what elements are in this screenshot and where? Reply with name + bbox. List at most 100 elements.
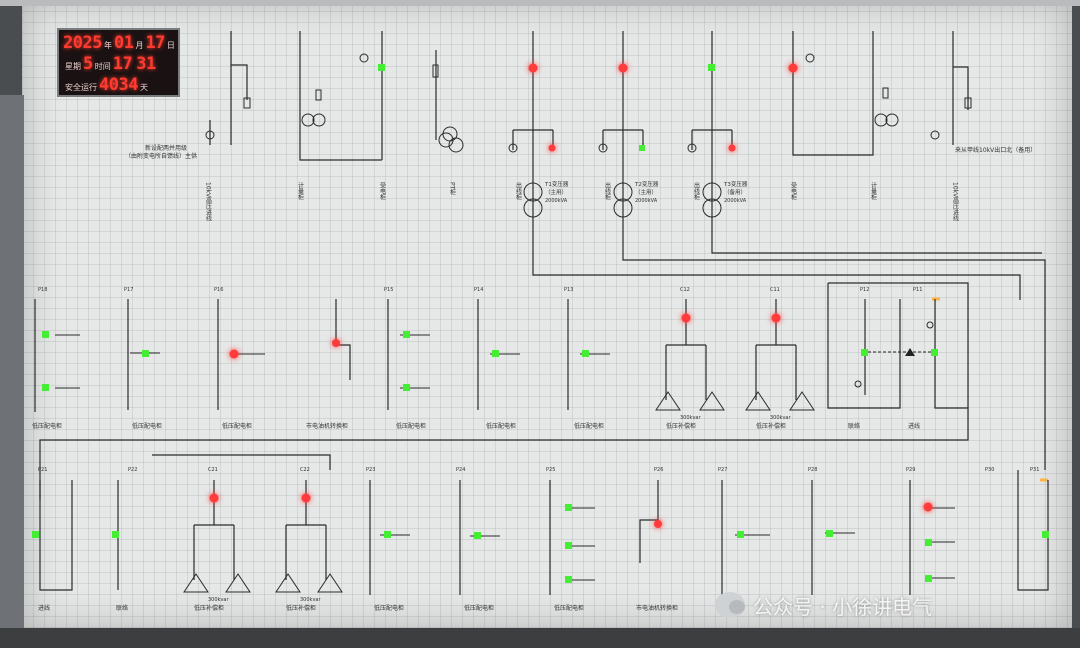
panel-code: C11	[770, 287, 780, 293]
lv-row2-lamps	[32, 493, 1049, 583]
panel-code: P13	[564, 287, 573, 293]
lamp-red	[209, 493, 219, 503]
clock-safe-label: 安全运行	[65, 83, 97, 92]
lamp-green	[708, 64, 715, 71]
panel-code: P15	[384, 287, 393, 293]
t2-rating: 2000kVA	[635, 198, 658, 204]
panel-label: 低压配电柜	[132, 422, 162, 430]
lamp-green	[142, 350, 149, 357]
lamp-red	[771, 313, 781, 323]
panel-rating: 300kvar	[770, 415, 791, 421]
panel-label: 低压配电柜	[374, 604, 404, 612]
hv-indicator-lamps	[378, 63, 798, 152]
clock-minute: 31	[136, 54, 156, 74]
clock-time-label: 时间	[94, 62, 111, 71]
panel-code: P26	[654, 467, 663, 473]
lv-row1-labels: P18 P17 P16 P15 P14 P13 C12 C11 P12 P11 …	[32, 287, 922, 430]
panel-code: P28	[808, 467, 817, 473]
panel-code: P11	[913, 287, 922, 293]
panel-code: C22	[300, 467, 310, 473]
panel-code: P12	[860, 287, 869, 293]
panel-label: 低压配电柜	[396, 422, 426, 430]
clock-safe-days: 4034	[99, 75, 138, 95]
lamp-green	[582, 350, 589, 357]
clock-month-unit: 月	[135, 41, 144, 50]
hv-feeder-label: 计量柜	[297, 181, 304, 201]
lamp-red	[728, 144, 736, 152]
lv-bus-row1	[25, 297, 940, 382]
hv-text-labels: 新设配两并用级 （由附变电所自馈线）主供 来从甲线10kV出口北（备用） T1变…	[125, 144, 1036, 221]
lamp-red	[301, 493, 311, 503]
board-frame-top	[0, 0, 1080, 6]
board-frame-left	[0, 95, 24, 648]
lamp-green	[565, 576, 572, 583]
t3-role: （备用）	[724, 188, 746, 196]
lv-row1-lamps	[42, 313, 938, 391]
lamp-red	[528, 63, 538, 73]
lamp-green	[737, 531, 744, 538]
panel-label: 进线	[38, 604, 50, 612]
lv-bus-row2	[68, 478, 1048, 565]
panel-rating: 300kvar	[208, 597, 229, 603]
panel-code: C21	[208, 467, 218, 473]
lv-row1-lines	[34, 282, 969, 500]
hv-feeder-label: 10kV高压进线	[952, 182, 959, 221]
clock-weekday-label: 星期	[65, 62, 81, 71]
lv-row2-labels: P21 P22 C21 C22 P23 P24 P25 P26 P27 P28 …	[38, 467, 1039, 612]
hv-feeder-label: 出线柜	[604, 181, 611, 201]
incoming-note-left2: （由附变电所自馈线）主供	[125, 152, 197, 160]
hv-feeder-label: 计量柜	[870, 181, 877, 201]
panel-code: P22	[128, 467, 137, 473]
clock-day: 17	[145, 33, 165, 53]
panel-code: P21	[38, 467, 47, 473]
lamp-green	[861, 349, 868, 356]
hv-feeder-label: 受电柜	[790, 181, 797, 201]
panel-label: 低压配电柜	[574, 422, 604, 430]
t3-name: T3变压器	[723, 180, 748, 188]
panel-code: C12	[680, 287, 690, 293]
lamp-red	[923, 502, 933, 512]
lv-row2-equipment	[183, 507, 955, 593]
panel-code: P16	[214, 287, 223, 293]
clock-year-unit: 年	[103, 41, 112, 50]
hv-feeder-label: 出线柜	[693, 181, 700, 201]
incoming-note-right: 来从甲线10kV出口北（备用）	[955, 146, 1036, 154]
lamp-red	[654, 520, 662, 528]
lamp-green	[931, 349, 938, 356]
panel-label: 低压补偿柜	[194, 604, 224, 612]
hv-feeder-label: 10kV高压进线	[205, 182, 212, 221]
lv-row2-lines	[39, 454, 1049, 595]
lamp-red	[681, 313, 691, 323]
lamp-green	[565, 542, 572, 549]
lamp-red	[229, 349, 239, 359]
t1-name: T1变压器	[544, 180, 569, 188]
lamp-green	[474, 532, 481, 539]
clock-day-unit: 日	[166, 41, 175, 50]
panel-label: 联络	[848, 422, 860, 430]
panel-code: P30	[985, 467, 994, 473]
board-frame-bottom	[0, 628, 1080, 648]
panel-rating: 300kvar	[680, 415, 701, 421]
lamp-green	[826, 530, 833, 537]
hv-bus-bars	[200, 29, 990, 34]
lamp-green	[42, 331, 49, 338]
lamp-green	[112, 531, 119, 538]
panel-label: 低压补偿柜	[756, 422, 786, 430]
lamp-green	[925, 575, 932, 582]
panel-label: 低压配电柜	[222, 422, 252, 430]
wechat-icon	[715, 592, 745, 618]
clock-days-unit: 天	[139, 83, 148, 92]
clock-weekday: 5	[83, 54, 93, 74]
t2-role: （主用）	[635, 188, 657, 196]
panel-code: P25	[546, 467, 555, 473]
hv-feeder-lines	[209, 31, 1046, 470]
hv-switchgear-symbols	[205, 53, 972, 218]
wechat-watermark: 公众号 · 小徐讲电气	[715, 590, 932, 620]
hv-feeder-label: PT柜	[449, 182, 456, 197]
t2-name: T2变压器	[634, 180, 659, 188]
t1-rating: 2000kVA	[545, 198, 568, 204]
panel-code: P17	[124, 287, 133, 293]
lamp-green	[1042, 531, 1049, 538]
panel-label: 联络	[116, 604, 128, 612]
